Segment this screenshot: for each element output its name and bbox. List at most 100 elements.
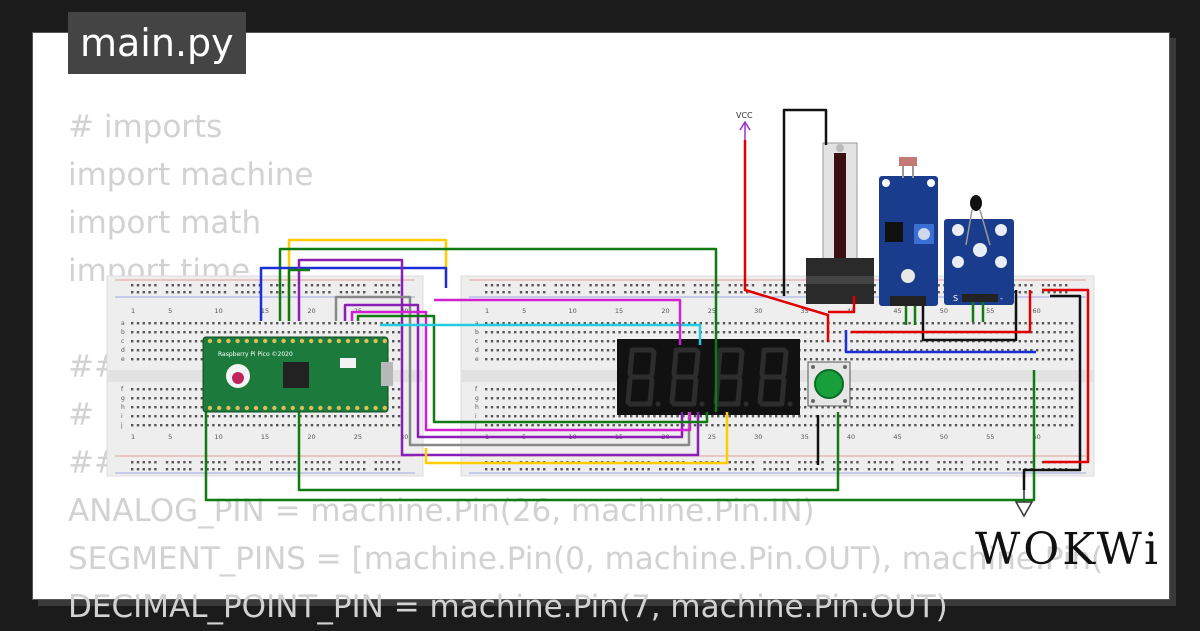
pico-pin [244, 405, 249, 411]
display-segment [759, 349, 767, 377]
pico-pin [327, 338, 332, 344]
column-label: 5 [522, 307, 526, 315]
column-label: 60 [1033, 433, 1041, 441]
display-segment [671, 349, 679, 377]
display-segment [625, 377, 633, 405]
decimal-point [787, 401, 793, 407]
pico-pin [253, 338, 259, 344]
display-segment [647, 377, 655, 405]
column-label: 30 [754, 307, 762, 315]
pico-pin [235, 338, 240, 344]
seven-segment-display[interactable] [617, 339, 800, 415]
pico-pin [272, 338, 277, 344]
row-label: d [121, 347, 125, 354]
pico-pin [207, 338, 213, 344]
column-label: 30 [754, 433, 762, 441]
column-label: 15 [261, 433, 269, 441]
pico-label: Raspberry Pi Pico ©2020 [218, 351, 293, 358]
usb-port-icon [381, 362, 393, 386]
column-label: 10 [215, 433, 223, 441]
column-label: 15 [615, 307, 623, 315]
pico-pin [355, 338, 360, 344]
wire-green [204, 370, 1036, 502]
column-label: 20 [307, 433, 315, 441]
row-label: a [475, 320, 479, 327]
pico-pin [373, 405, 378, 411]
code-line: SEGMENT_PINS = [machine.Pin(0, machine.P… [68, 541, 1104, 577]
pico-pin [253, 405, 259, 411]
pico-pin [318, 338, 323, 344]
column-label: 15 [261, 307, 269, 315]
display-segment [715, 349, 723, 377]
pico-pin [299, 405, 305, 411]
rp2040-chip-icon [283, 362, 309, 388]
column-label: 35 [801, 433, 809, 441]
pico-pin [327, 405, 332, 411]
wire-black [921, 290, 1018, 342]
column-label: 60 [1033, 307, 1041, 315]
row-label: j [474, 422, 477, 429]
push-button[interactable] [807, 361, 851, 407]
column-label: 55 [986, 433, 994, 441]
pico-pin [318, 405, 323, 411]
wires[interactable] [204, 108, 1090, 502]
wire-red [851, 290, 1032, 334]
pico-pin [355, 405, 360, 411]
column-label: 30 [400, 433, 408, 441]
pico-pin [244, 338, 249, 344]
column-label: 5 [168, 307, 172, 315]
pico-pin [364, 405, 369, 411]
vcc-label: VCC [736, 111, 753, 120]
display-segment [757, 377, 765, 405]
display-segment [735, 377, 743, 405]
wire-red [743, 140, 830, 342]
wire-red [1042, 288, 1090, 464]
decimal-point [699, 401, 705, 407]
wire-green [356, 314, 709, 424]
svg-text:S: S [953, 294, 958, 303]
pico-pin [235, 405, 240, 411]
wire-green [297, 412, 840, 492]
pico-pin [217, 338, 222, 344]
pico-pin [345, 338, 351, 344]
row-label: e [121, 356, 125, 363]
svg-text:-: - [1000, 294, 1003, 303]
column-label: 45 [893, 307, 901, 315]
code-line: import machine [68, 157, 314, 193]
row-label: h [121, 404, 125, 411]
slide-potentiometer[interactable] [806, 142, 874, 304]
pico-pin [281, 338, 286, 344]
decimal-point [655, 401, 661, 407]
column-label: 25 [708, 433, 716, 441]
row-label: b [475, 329, 479, 336]
row-label: f [121, 386, 124, 393]
row-label: g [475, 395, 479, 402]
pico-pin [382, 405, 387, 411]
temperature-sensor-module[interactable]: S - [944, 195, 1014, 305]
pico-pin [382, 338, 387, 344]
column-label: 20 [307, 307, 315, 315]
display-segment [669, 377, 677, 405]
wokwi-logo: WOKWi [975, 524, 1162, 575]
wire-green [278, 247, 718, 412]
file-name-tag: main.py [68, 12, 246, 74]
vcc-symbol: VCC [736, 111, 753, 140]
photoresistor-module[interactable] [879, 157, 938, 306]
column-label: 45 [893, 433, 901, 441]
pico-pin [272, 405, 277, 411]
wire-black [1022, 294, 1082, 490]
thermistor-icon [970, 195, 982, 211]
display-segment [737, 349, 745, 377]
row-label: i [121, 413, 123, 420]
pico-pin [309, 405, 314, 411]
wire-gray [334, 295, 691, 447]
display-segment [781, 349, 789, 377]
code-line: DECIMAL_POINT_PIN = machine.Pin(7, machi… [68, 589, 948, 625]
wire-blue [844, 330, 1036, 354]
raspberry-pi-pico[interactable]: Raspberry Pi Pico ©2020 [202, 336, 393, 413]
pico-pin [299, 338, 305, 344]
row-label: e [475, 356, 479, 363]
ldr-icon [899, 157, 917, 166]
pico-pin [263, 338, 268, 344]
